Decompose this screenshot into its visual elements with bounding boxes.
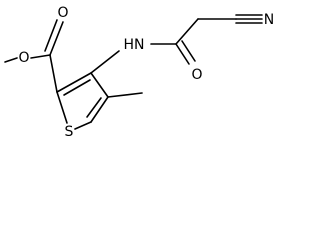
atom-label-amide-nh: HN (124, 37, 145, 53)
bond-c2-c3-inner (63, 79, 91, 96)
atom-label-ester-carbonyl-o: O (57, 5, 68, 21)
bond-c3-n (90, 50, 120, 74)
atom-label-amide-o: O (191, 67, 202, 83)
chemical-structure-diagram: O O HN O N S (4, 5, 274, 140)
atom-label-nitrile-n: N (264, 12, 274, 28)
bond-c4-c5 (90, 96, 109, 123)
bond-c3-c4 (90, 72, 109, 98)
bond-c4-c5-inner (86, 97, 102, 118)
bond-ester-c-carbonyl-o-double (44, 19, 58, 52)
bond-c5-s (74, 121, 92, 130)
atom-label-ester-o: O (18, 50, 29, 66)
bond-o-methyl (4, 57, 18, 63)
bond-c2-c3 (56, 72, 92, 93)
bond-amide-c-o-double (181, 40, 196, 62)
bond-ester-c-o (30, 54, 51, 59)
atom-label-ring-s: S (65, 124, 74, 140)
bond-c4-methyl (107, 92, 143, 98)
bond-c2-ester-c (49, 54, 58, 93)
bond-amide-c-o (175, 43, 190, 65)
bond-ester-c-carbonyl-o (49, 21, 64, 56)
bond-s-c2 (56, 91, 68, 124)
bond-amide-c-ch2 (175, 18, 199, 45)
